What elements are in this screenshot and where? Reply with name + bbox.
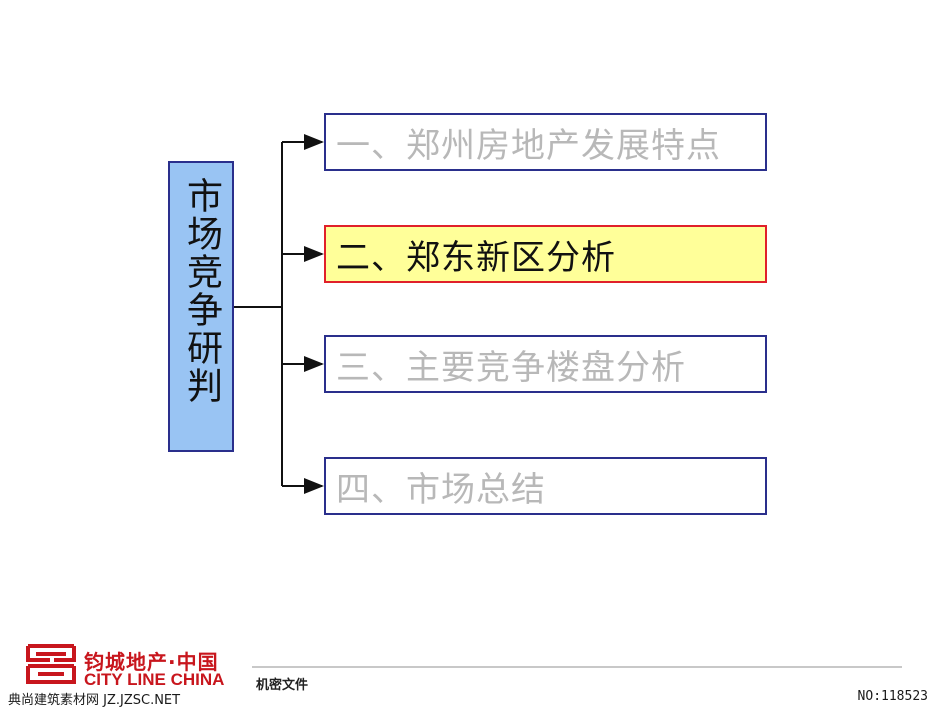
brand-english-name: CITY LINE CHINA [84, 670, 225, 689]
brand-chinese-name: 钧城地产·中国 [84, 650, 219, 674]
root-node-label: 市场竞争研判 [181, 177, 222, 405]
watermark-text: 典尚建筑素材网 JZ.JZSC.NET [8, 693, 181, 708]
branch-node-3-label: 三、主要竞争楼盘分析 [336, 347, 686, 388]
branch-node-4-label: 四、市场总结 [336, 469, 546, 510]
confidential-label: 机密文件 [256, 678, 309, 693]
document-number: NO:118523 [857, 689, 928, 704]
branch-node-2-label: 二、郑东新区分析 [336, 237, 616, 278]
footer-divider [252, 666, 902, 668]
branch-node-4: 四、市场总结 [324, 457, 767, 515]
root-node: 市场竞争研判 [168, 161, 234, 452]
branch-node-1: 一、郑州房地产发展特点 [324, 113, 767, 171]
branch-node-3: 三、主要竞争楼盘分析 [324, 335, 767, 393]
branch-node-2-highlighted: 二、郑东新区分析 [324, 225, 767, 283]
city-line-logo-icon [26, 644, 76, 684]
branch-node-1-label: 一、郑州房地产发展特点 [336, 125, 721, 166]
